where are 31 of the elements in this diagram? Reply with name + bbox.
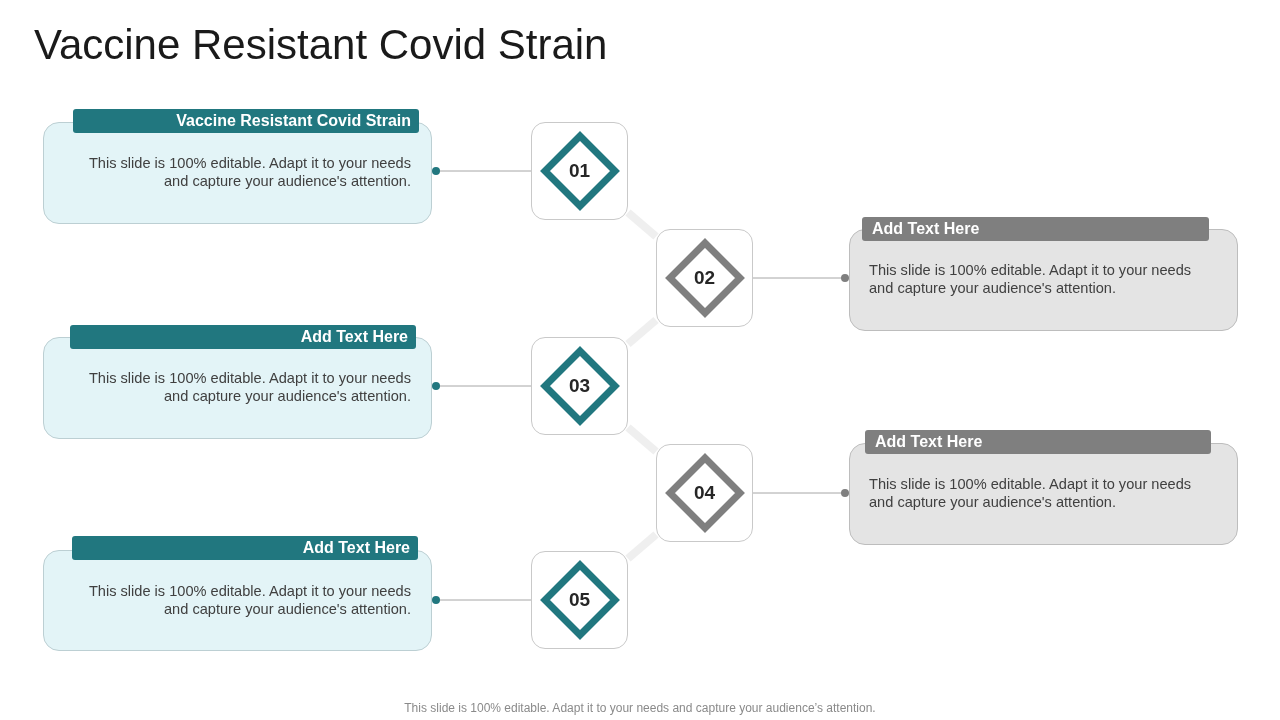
number-tile	[531, 337, 628, 435]
number-tile	[656, 229, 753, 327]
card-text: This slide is 100% editable. Adapt it to your needs and capture your audience's attention.	[87, 582, 411, 618]
heading-tab: Vaccine Resistant Covid Strain	[73, 109, 419, 133]
number-tile	[656, 444, 753, 542]
connector-band	[625, 531, 659, 562]
step-number: 01	[568, 160, 591, 182]
card-text: This slide is 100% editable. Adapt it to your needs and capture your audience's attention.	[87, 369, 411, 405]
connector-band	[625, 424, 659, 455]
connector-line	[431, 167, 532, 175]
connector-band	[625, 209, 659, 240]
heading-tab: Add Text Here	[72, 536, 418, 560]
heading-tab: Add Text Here	[70, 325, 416, 349]
connector-line	[752, 274, 850, 282]
footer-caption: This slide is 100% editable. Adapt it to your needs and capture your audience’s attention.	[404, 701, 876, 715]
number-tile	[531, 122, 628, 220]
step-number: 02	[693, 267, 716, 289]
heading-tab: Add Text Here	[865, 430, 1211, 454]
heading-tab: Add Text Here	[862, 217, 1209, 241]
card-text: This slide is 100% editable. Adapt it to your needs and capture your audience's attention.	[869, 475, 1193, 511]
connector-line	[752, 489, 850, 497]
step-number: 04	[693, 482, 716, 504]
card-text: This slide is 100% editable. Adapt it to your needs and capture your audience's attention.	[869, 261, 1193, 297]
connector-line	[431, 382, 532, 390]
step-number: 03	[568, 375, 591, 397]
slide-title: Vaccine Resistant Covid Strain	[34, 20, 608, 70]
connector-band	[625, 316, 659, 348]
connector-line	[431, 596, 532, 604]
step-number: 05	[568, 589, 591, 611]
card-text: This slide is 100% editable. Adapt it to your needs and capture your audience's attention.	[87, 154, 411, 190]
number-tile	[531, 551, 628, 649]
